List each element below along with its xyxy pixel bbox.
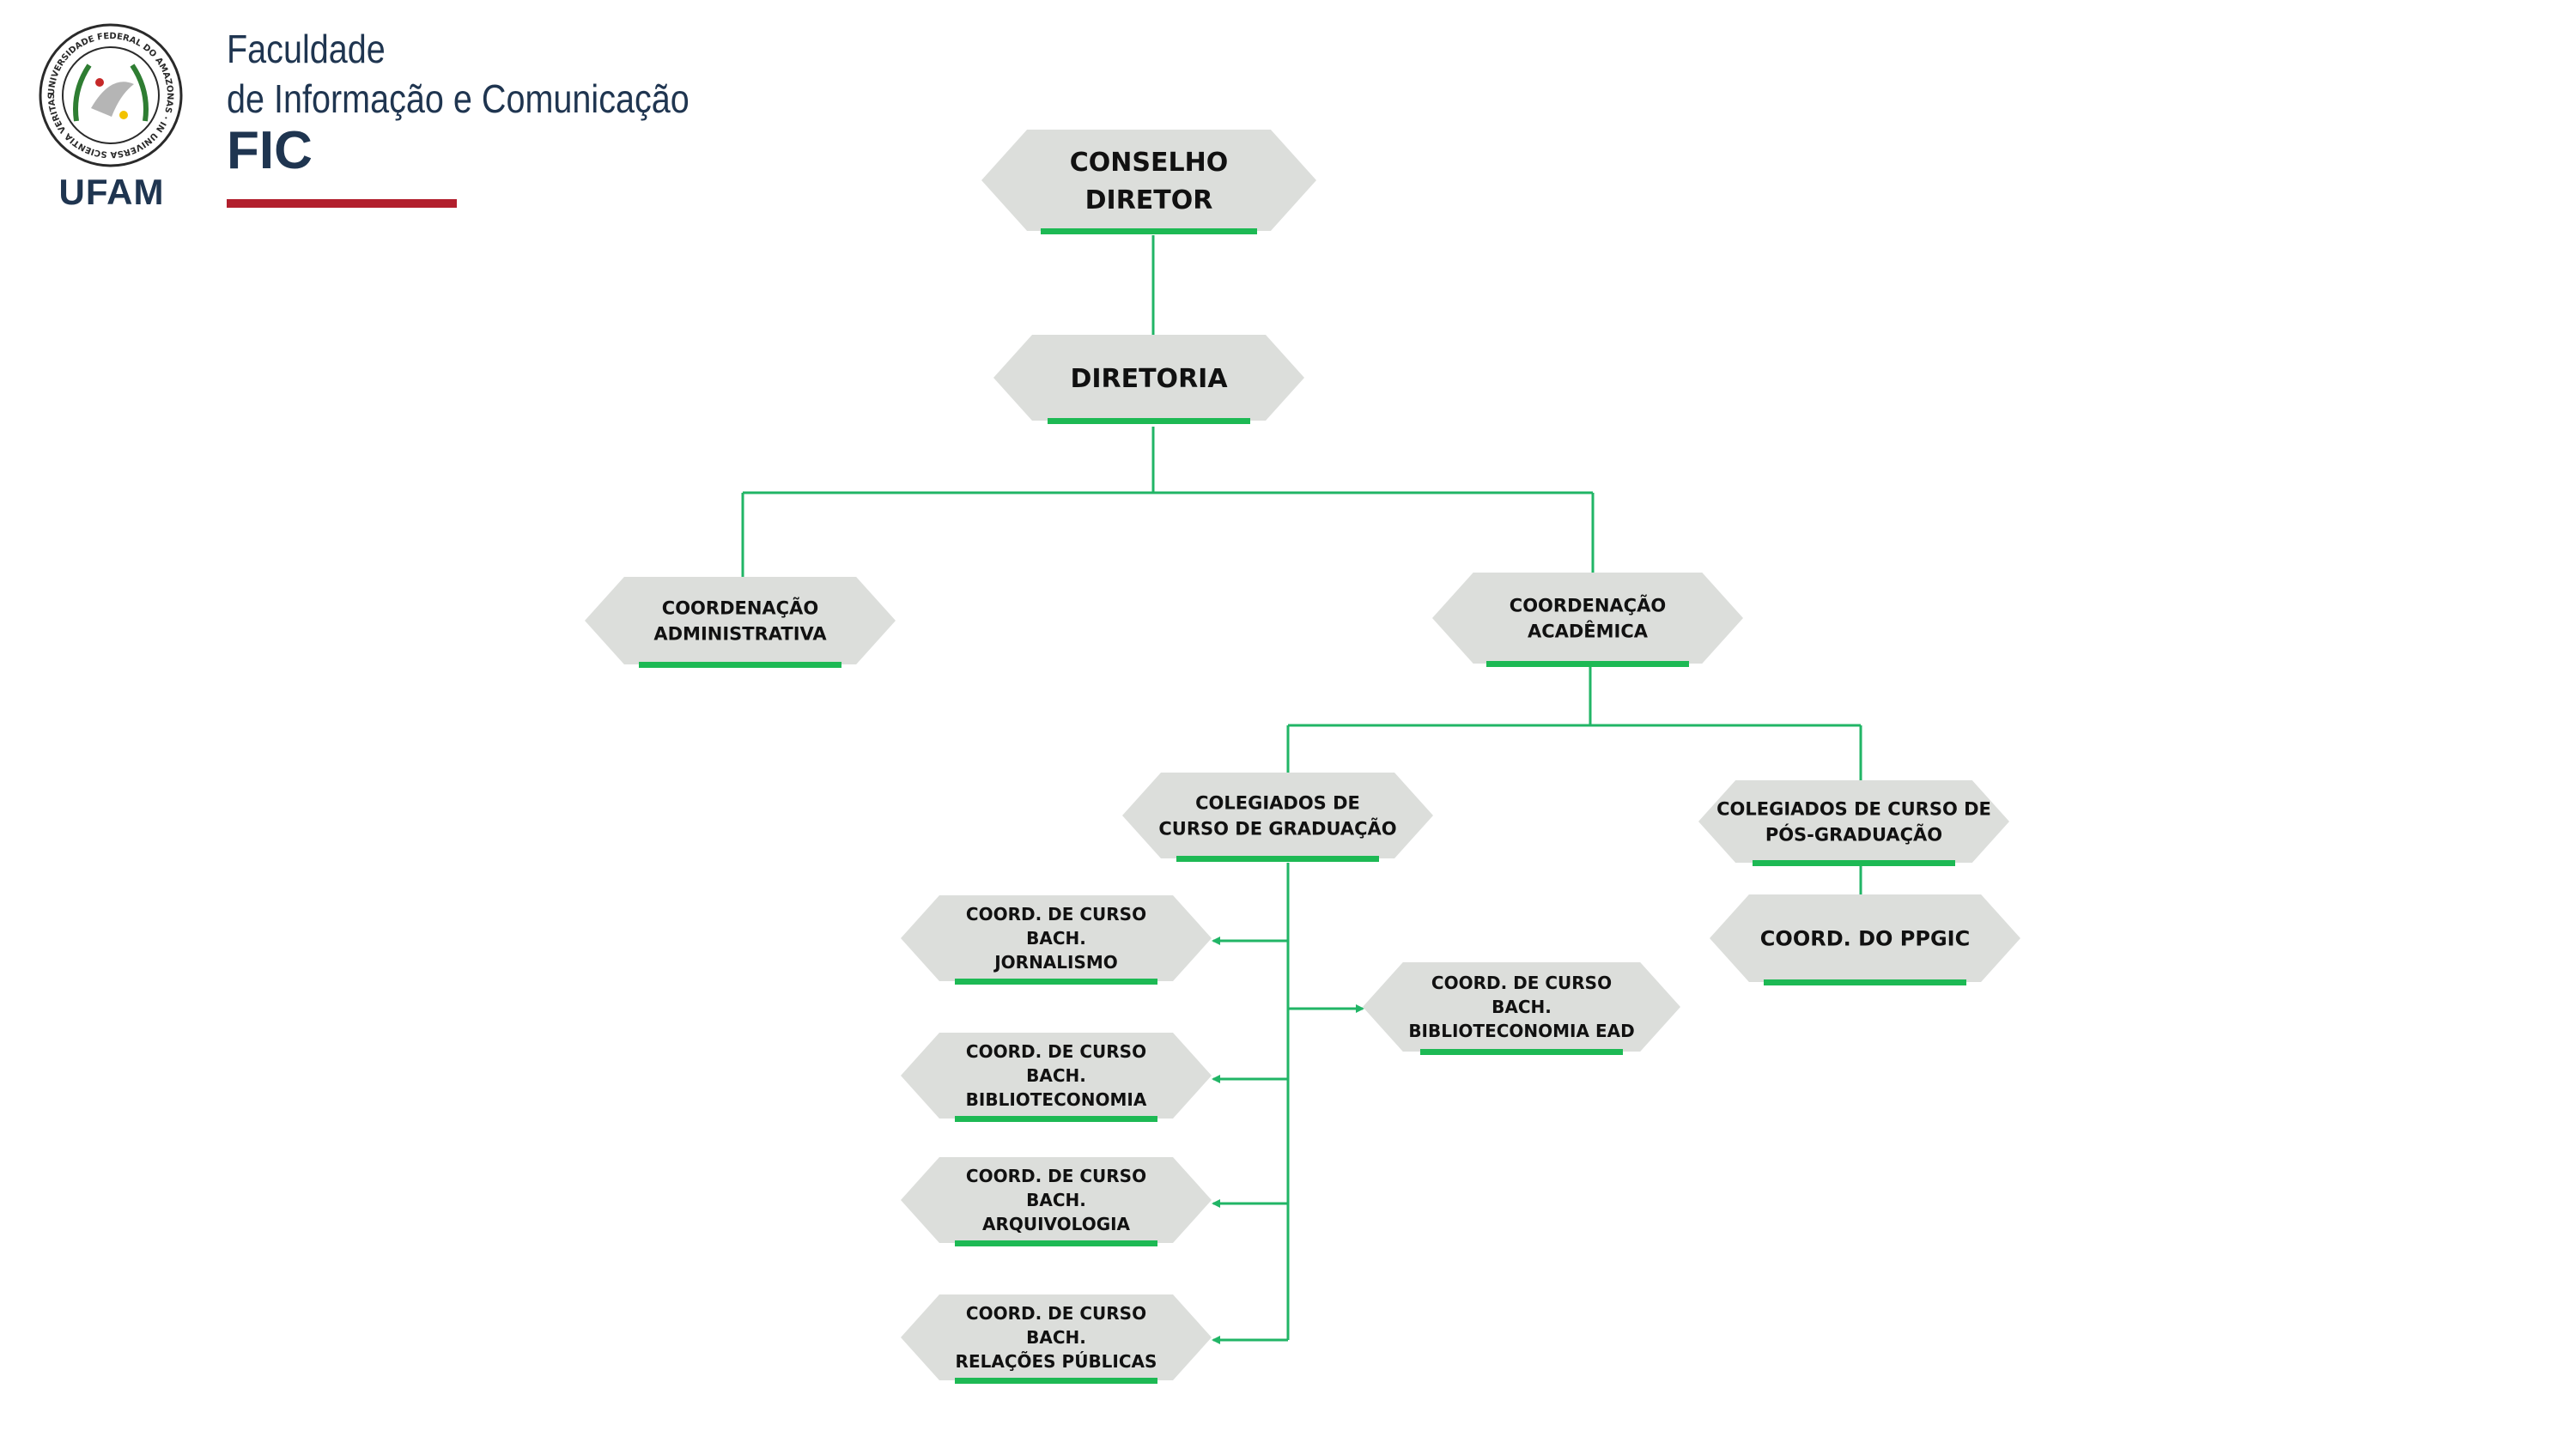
node-label: COORDENAÇÃO xyxy=(1510,595,1666,616)
ufam-seal-logo: UNIVERSIDADE FEDERAL DO AMAZONAS · IN UN… xyxy=(39,23,183,167)
node-coord-adm: COORDENAÇÃO ADMINISTRATIVA xyxy=(585,577,896,668)
node-underline xyxy=(1753,860,1955,866)
node-underline xyxy=(955,1378,1157,1384)
ufam-caption: UFAM xyxy=(58,172,165,212)
node-coord-rp: COORD. DE CURSO BACH. RELAÇÕES PÚBLICAS xyxy=(901,1294,1212,1384)
node-underline xyxy=(1048,418,1250,424)
node-shape xyxy=(1363,962,1680,1052)
node-label: RELAÇÕES PÚBLICAS xyxy=(956,1351,1157,1372)
node-colegiado-grad: COLEGIADOS DE CURSO DE GRADUAÇÃO xyxy=(1122,773,1433,862)
node-label: BACH. xyxy=(1026,1327,1086,1348)
node-coord-biblio: COORD. DE CURSO BACH. BIBLIOTECONOMIA xyxy=(901,1033,1212,1122)
node-label: COORDENAÇÃO xyxy=(662,597,818,619)
node-label: COORD. DE CURSO xyxy=(966,904,1146,925)
node-coord-ppgic: COORD. DO PPGIC xyxy=(1710,894,2020,985)
node-label: JORNALISMO xyxy=(993,952,1118,973)
node-shape xyxy=(585,577,896,664)
node-shape xyxy=(1432,573,1743,664)
node-coord-acad: COORDENAÇÃO ACADÊMICA xyxy=(1432,573,1743,667)
node-label: COORD. DO PPGIC xyxy=(1760,927,1970,951)
node-coord-jorn: COORD. DE CURSO BACH. JORNALISMO xyxy=(901,895,1212,985)
node-label: ARQUIVOLOGIA xyxy=(982,1214,1131,1234)
node-underline xyxy=(955,1240,1157,1246)
faculty-title-line2: de Informação e Comunicação xyxy=(227,76,690,121)
node-label: BIBLIOTECONOMIA EAD xyxy=(1408,1021,1634,1041)
node-underline xyxy=(955,979,1157,985)
node-label: COORD. DE CURSO xyxy=(1431,973,1612,993)
node-shape xyxy=(901,1033,1212,1119)
node-label: ADMINISTRATIVA xyxy=(653,624,827,645)
faculty-title-line1: Faculdade xyxy=(227,27,386,71)
node-underline xyxy=(1176,856,1379,862)
node-shape xyxy=(993,335,1304,421)
node-label: ACADÊMICA xyxy=(1528,621,1649,642)
node-underline xyxy=(1420,1049,1623,1055)
node-label: BACH. xyxy=(1492,997,1552,1017)
node-label: COORD. DE CURSO xyxy=(966,1041,1146,1062)
connector-lines xyxy=(741,235,1862,1344)
node-underline xyxy=(1041,228,1257,234)
node-underline xyxy=(1764,979,1966,985)
node-conselho: CONSELHO DIRETOR xyxy=(981,130,1316,234)
node-underline xyxy=(639,662,841,668)
node-shape xyxy=(981,130,1316,231)
node-coord-arq: COORD. DE CURSO BACH. ARQUIVOLOGIA xyxy=(901,1157,1212,1246)
node-label: PÓS-GRADUAÇÃO xyxy=(1765,824,1942,846)
node-label: BACH. xyxy=(1026,1065,1086,1086)
node-shape xyxy=(1122,773,1433,858)
node-label: COORD. DE CURSO xyxy=(966,1166,1146,1186)
node-label: BACH. xyxy=(1026,1190,1086,1210)
node-label: BIBLIOTECONOMIA xyxy=(966,1089,1147,1110)
node-shape xyxy=(1710,894,2020,982)
node-diretoria: DIRETORIA xyxy=(993,335,1304,424)
node-underline xyxy=(1486,661,1689,667)
node-coord-ead: COORD. DE CURSO BACH. BIBLIOTECONOMIA EAD xyxy=(1363,962,1680,1055)
node-colegiado-pos: COLEGIADOS DE CURSO DE PÓS-GRADUAÇÃO xyxy=(1698,780,2009,866)
node-shape xyxy=(901,895,1212,981)
node-shape xyxy=(1698,780,2009,863)
node-label: BACH. xyxy=(1026,928,1086,949)
faculty-acronym: FIC xyxy=(227,121,313,180)
node-label: COORD. DE CURSO xyxy=(966,1303,1146,1324)
node-label: CONSELHO xyxy=(1070,148,1228,178)
node-label: DIRETOR xyxy=(1085,185,1213,215)
node-shape xyxy=(901,1157,1212,1243)
node-underline xyxy=(955,1116,1157,1122)
title-underline xyxy=(227,199,457,208)
node-label: COLEGIADOS DE CURSO DE xyxy=(1716,799,1991,820)
node-shape xyxy=(901,1294,1212,1380)
chart-nodes: CONSELHO DIRETOR DIRETORIA COORDENAÇÃO ADMIN… xyxy=(585,130,2020,1384)
node-label: DIRETORIA xyxy=(1070,364,1228,394)
node-label: COLEGIADOS DE xyxy=(1195,793,1360,814)
node-label: CURSO DE GRADUAÇÃO xyxy=(1158,818,1396,840)
